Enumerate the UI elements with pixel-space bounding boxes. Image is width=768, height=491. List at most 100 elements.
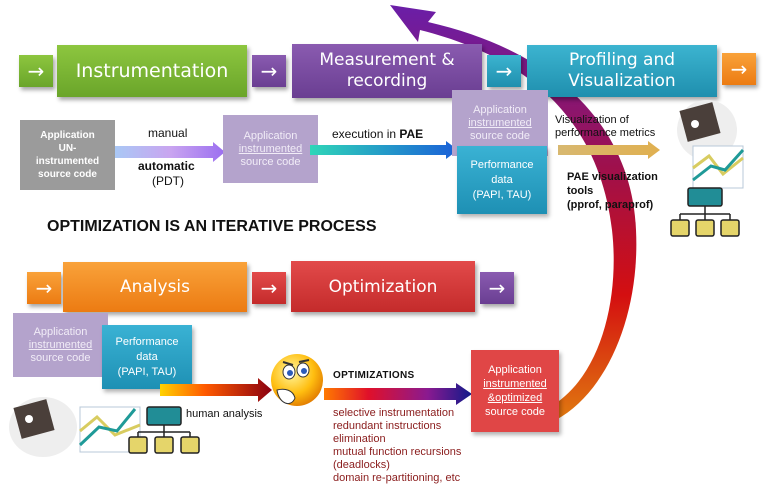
label-line: PAE visualization bbox=[567, 171, 658, 183]
gradient-arrow bbox=[324, 383, 472, 405]
right-arrow-icon: → bbox=[488, 276, 506, 300]
note-line: instrumented bbox=[35, 156, 100, 167]
right-arrow-icon: → bbox=[260, 276, 278, 300]
stage-label: Profiling and bbox=[568, 50, 676, 70]
note-line: Application bbox=[33, 325, 88, 338]
hierarchy-child-icon bbox=[180, 436, 200, 454]
right-arrow-icon: → bbox=[730, 57, 748, 81]
face bbox=[271, 354, 323, 406]
optimization-item: selective instrumentation bbox=[333, 407, 455, 419]
pupil-right bbox=[301, 368, 307, 374]
next-arrow-button: → bbox=[722, 53, 756, 85]
gradient-arrow bbox=[558, 141, 660, 159]
optimization-arrow-button: → bbox=[252, 272, 286, 304]
measurement-arrow-button: → bbox=[252, 55, 286, 87]
note-uninstrumented-code: Application UN- instrumented source code bbox=[20, 120, 115, 190]
brow bbox=[282, 359, 310, 366]
visualization-clipart bbox=[670, 100, 745, 237]
note-line: Application bbox=[488, 364, 542, 376]
note-line: UN- bbox=[58, 143, 77, 154]
gradient-arrow bbox=[160, 378, 272, 402]
optimization-item: redundant instructions bbox=[333, 420, 442, 432]
note-line: source code bbox=[470, 129, 530, 142]
note-line: source code bbox=[38, 169, 97, 180]
optimizations-heading: Optimizations bbox=[333, 370, 415, 381]
optimizations-list: selective instrumentation redundant inst… bbox=[333, 407, 461, 485]
note-line: instrumented bbox=[483, 378, 547, 390]
hierarchy-child-icon bbox=[128, 436, 148, 454]
label-part: execution in bbox=[332, 127, 400, 141]
stage-label: Instrumentation bbox=[75, 60, 229, 82]
note-optimized-code: Application instrumented &optimized sour… bbox=[471, 350, 559, 432]
hierarchy-root-icon bbox=[146, 406, 182, 426]
analysis-clipart bbox=[9, 397, 200, 457]
profiling-arrow-button: → bbox=[487, 55, 521, 87]
note-line: (PAPI, TAU) bbox=[117, 365, 177, 378]
flower-icon bbox=[25, 415, 33, 423]
chart-line-teal bbox=[692, 148, 745, 182]
note-line: Performance bbox=[115, 335, 179, 348]
thinking-face-icon bbox=[271, 354, 323, 406]
stage-analysis: Analysis bbox=[63, 262, 247, 312]
label-execution: execution in PAE bbox=[332, 127, 423, 141]
note-line: Application bbox=[243, 129, 298, 142]
label-automatic: automatic bbox=[138, 159, 195, 173]
label-line: performance metrics bbox=[555, 127, 656, 139]
note-line: Application bbox=[40, 130, 95, 141]
instrumentation-arrow-button: → bbox=[19, 55, 53, 87]
human-analysis-arrow bbox=[160, 378, 272, 402]
stage-label: Analysis bbox=[119, 277, 191, 297]
right-arrow-icon: → bbox=[260, 59, 278, 83]
label-manual: manual bbox=[148, 126, 188, 140]
flower-icon bbox=[691, 120, 699, 128]
note-performance-data-1: Performance data (PAPI, TAU) bbox=[457, 146, 547, 214]
execution-arrow bbox=[310, 141, 458, 159]
label-human-analysis: human analysis bbox=[186, 408, 263, 420]
label-pae-tools: PAE visualization tools (pprof, paraprof… bbox=[567, 170, 658, 212]
laptop-icon bbox=[13, 399, 55, 439]
loop-arrow-button: → bbox=[480, 272, 514, 304]
gradient-arrow bbox=[115, 142, 225, 162]
note-instrumented-code-1: Application instrumented source code bbox=[223, 115, 318, 183]
note-line: instrumented bbox=[468, 116, 532, 129]
loop-arrow-body bbox=[390, 5, 637, 420]
note-line: data bbox=[491, 173, 513, 186]
optimization-item: mutual function recursions bbox=[333, 446, 462, 458]
right-arrow-icon: → bbox=[35, 276, 53, 300]
stage-measurement: Measurement & recording bbox=[292, 44, 482, 98]
label-visualization-metrics: Visualization of performance metrics bbox=[555, 114, 655, 140]
optimization-item: (deadlocks) bbox=[333, 459, 390, 471]
label-part: PAE bbox=[399, 127, 424, 141]
gradient-arrow bbox=[310, 141, 458, 159]
right-arrow-icon: → bbox=[27, 59, 45, 83]
note-line: Application bbox=[473, 103, 527, 116]
label-line: Visualization of bbox=[555, 114, 629, 126]
note-line: Performance bbox=[470, 158, 534, 171]
manual-automatic-arrow bbox=[115, 142, 225, 162]
label-line: tools bbox=[567, 185, 594, 197]
visualization-arrow bbox=[558, 141, 660, 159]
laptop-icon bbox=[679, 102, 721, 142]
note-line: &optimized bbox=[487, 392, 543, 404]
note-line: instrumented bbox=[28, 338, 93, 351]
hierarchy-child-icon bbox=[154, 436, 174, 454]
stage-label: Visualization bbox=[568, 71, 676, 91]
hierarchy-child-icon bbox=[670, 219, 690, 237]
chart-line-yellow bbox=[692, 153, 744, 177]
optimization-item: domain re-partitioning, etc bbox=[333, 472, 461, 484]
stage-label: Optimization bbox=[328, 276, 438, 297]
label-pdt: (PDT) bbox=[152, 174, 184, 188]
right-arrow-icon: → bbox=[495, 59, 513, 83]
chart-line-teal bbox=[78, 408, 137, 447]
note-line: instrumented bbox=[238, 142, 303, 155]
note-line: data bbox=[136, 350, 158, 363]
note-line: source code bbox=[240, 155, 301, 168]
optimization-item: elimination bbox=[333, 433, 386, 445]
hierarchy-lines bbox=[679, 206, 731, 220]
pupil-left bbox=[287, 370, 293, 376]
diagram-title: OPTIMIZATION IS AN ITERATIVE PROCESS bbox=[47, 218, 377, 235]
stage-instrumentation: Instrumentation bbox=[57, 45, 247, 97]
note-instrumented-code-2: Application instrumented source code bbox=[452, 90, 548, 156]
note-line: (PAPI, TAU) bbox=[472, 188, 532, 201]
hierarchy-child-icon bbox=[720, 219, 740, 237]
